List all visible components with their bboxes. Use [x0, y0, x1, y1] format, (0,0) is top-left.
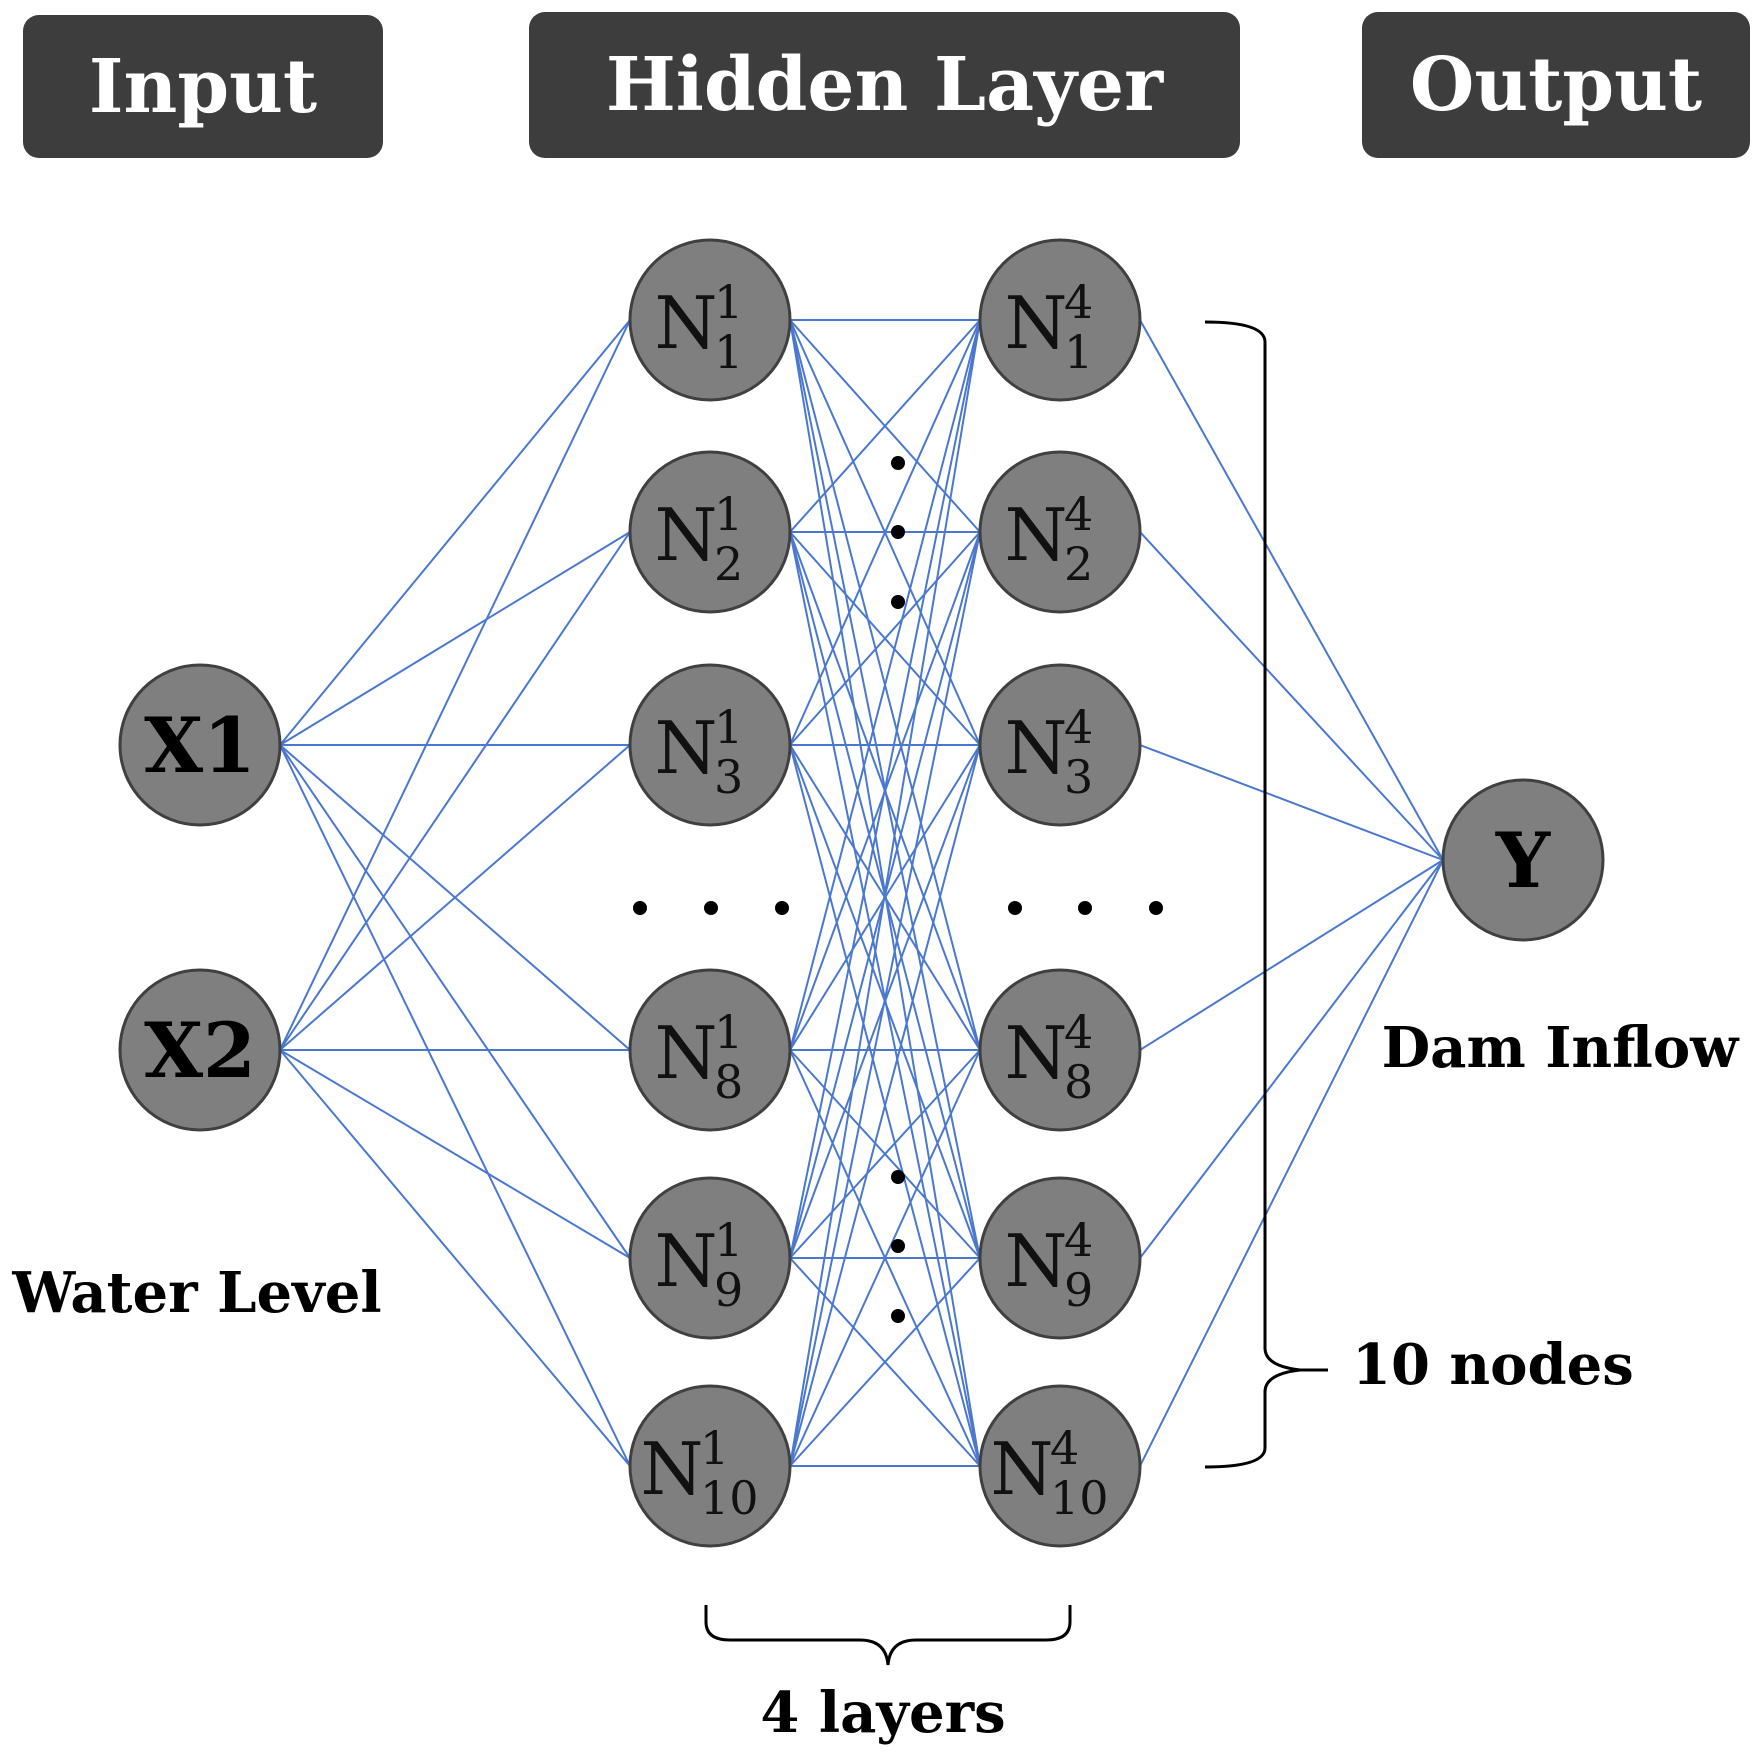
hidden-layer1-node-2-label-superscript: 1: [714, 487, 743, 541]
hidden-layer4-node-6: [978, 1384, 1142, 1548]
edge-input-2-to-h1-1: [279, 319, 631, 1051]
edge-input-1-to-h1-6: [279, 744, 631, 1467]
edge-input-1-to-h1-2: [279, 531, 631, 746]
hidden-layer-header-label: Hidden Layer: [605, 42, 1164, 128]
hidden-layer4-node-5: [978, 1176, 1142, 1340]
edge-h1-6-to-h4-3: [789, 744, 981, 1467]
hidden-layer4-node-3-label-superscript: 4: [1064, 700, 1093, 754]
hidden-layer4-node-2: [978, 450, 1142, 614]
input-node-label: X2: [144, 1006, 256, 1095]
hidden-layer4-node-1-label-subscript: 1: [1064, 325, 1093, 379]
hidden-layer1-node-1-label-base: N: [655, 281, 718, 365]
hidden-layer1-node-5-label-superscript: 1: [714, 1213, 743, 1267]
edge-h1-6-to-h4-2: [789, 531, 981, 1467]
hidden-layer1-node-2: [628, 450, 792, 614]
edge-h1-3-to-h4-2: [789, 531, 981, 746]
hidden-layer4-node-2-label-base: N: [1005, 493, 1068, 577]
edge-h4-4-to-output: [1139, 859, 1444, 1051]
connections: [279, 319, 1444, 1467]
output-node: [1441, 778, 1605, 942]
output-header: Output: [1362, 12, 1750, 158]
hidden-layer4-node-6-label-base: N: [991, 1427, 1054, 1511]
hidden-layer4-node-3-label-base: N: [1005, 706, 1068, 790]
hidden-layer1-node-6-label-base: N: [641, 1427, 704, 1511]
hidden-layer1-node-3-label-subscript: 3: [714, 750, 743, 804]
edge-h1-6-to-h4-5: [789, 1257, 981, 1467]
hidden-layer4-node-6-label-superscript: 4: [1050, 1421, 1079, 1475]
hidden-layer1-node-2-label-base: N: [655, 493, 718, 577]
hidden-layer4-node-1-label-base: N: [1005, 281, 1068, 365]
hidden-layer1-node-6: [628, 1384, 792, 1548]
hidden-layer1-node-2-label-subscript: 2: [714, 537, 743, 591]
hidden-layer4-node-4: [978, 968, 1142, 1132]
hidden-layer1-node-5: [628, 1176, 792, 1340]
output-node-label: Y: [1495, 816, 1551, 905]
hidden-layer4-node-2-label-superscript: 4: [1064, 487, 1093, 541]
hidden-layer1-node-1-label-subscript: 1: [714, 325, 743, 379]
edge-h1-5-to-h4-4: [789, 1049, 981, 1259]
hidden-layer1-node-5-label-base: N: [655, 1219, 718, 1303]
nodes-caption: 10 nodes: [1352, 1332, 1634, 1398]
hidden-layer4-node-1: [978, 238, 1142, 402]
ellipsis-dots: [633, 456, 1163, 1323]
hidden-layer-header: Hidden Layer: [529, 12, 1240, 158]
hidden-layer4-node-1-label-superscript: 4: [1064, 275, 1093, 329]
edge-input-2-to-h1-5: [279, 1049, 631, 1259]
hidden-layer4-node-5-label-subscript: 9: [1064, 1263, 1093, 1317]
edge-input-1-to-h1-5: [279, 744, 631, 1259]
hidden-layer1-node-4-label-base: N: [655, 1011, 718, 1095]
hidden-layer1-node-4: [628, 968, 792, 1132]
hidden-layer4-node-2-label-subscript: 2: [1064, 537, 1093, 591]
hidden-layer4-node-3: [978, 663, 1142, 827]
hidden-layer1-node-3: [628, 663, 792, 827]
output-caption: Dam Inflow: [1382, 1015, 1741, 1081]
layers-bracket: [704, 1605, 1072, 1666]
edge-input-1-to-h1-1: [279, 319, 631, 746]
layers-caption: 4 layers: [760, 1680, 1005, 1746]
hidden-layer1-node-3-label-base: N: [655, 706, 718, 790]
hidden-layer1-node-5-label-subscript: 9: [714, 1263, 743, 1317]
edge-input-2-to-h1-3: [279, 744, 631, 1051]
edge-h1-4-to-h4-1: [789, 319, 981, 1051]
input-header-label: Input: [88, 43, 318, 130]
hidden-layer4-node-4-label-subscript: 8: [1064, 1055, 1093, 1109]
edge-h4-1-to-output: [1139, 319, 1444, 861]
hidden-layer4-node-4-label-base: N: [1005, 1011, 1068, 1095]
nodes-bracket: [1204, 320, 1328, 1469]
hidden-layer4-node-6-label-subscript: 10: [1050, 1471, 1109, 1525]
edge-h4-2-to-output: [1139, 531, 1444, 861]
edge-h1-3-to-h4-1: [789, 319, 981, 746]
input-node-2: [118, 968, 282, 1132]
input-node-1: [118, 663, 282, 827]
hidden-layer1-node-6-label-superscript: 1: [700, 1421, 729, 1475]
edge-h4-3-to-output: [1139, 744, 1444, 861]
hidden-layer1-node-6-label-subscript: 10: [700, 1471, 759, 1525]
edge-h4-6-to-output: [1139, 859, 1444, 1467]
edge-h1-6-to-h4-1: [789, 319, 981, 1467]
edge-input-2-to-h1-2: [279, 531, 631, 1051]
input-caption: Water Level: [11, 1260, 381, 1326]
hidden-layer4-node-5-label-superscript: 4: [1064, 1213, 1093, 1267]
hidden-layer4-node-4-label-superscript: 4: [1064, 1005, 1093, 1059]
input-header: Input: [23, 15, 383, 158]
hidden-layer1-node-3-label-superscript: 1: [714, 700, 743, 754]
hidden-layer4-node-3-label-subscript: 3: [1064, 750, 1093, 804]
output-header-label: Output: [1409, 42, 1703, 128]
edge-h4-5-to-output: [1139, 859, 1444, 1259]
edge-input-2-to-h1-6: [279, 1049, 631, 1467]
hidden-layer1-node-4-label-superscript: 1: [714, 1005, 743, 1059]
hidden-layer1-node-4-label-subscript: 8: [714, 1055, 743, 1109]
hidden-layer1-node-1-label-superscript: 1: [714, 275, 743, 329]
nodes: X1X2N11N12N13N18N19N110N41N42N43N48N49N4…: [118, 238, 1605, 1548]
edge-h1-6-to-h4-4: [789, 1049, 981, 1467]
hidden-layer4-node-5-label-base: N: [1005, 1219, 1068, 1303]
input-node-label: X1: [144, 701, 256, 790]
edge-h1-2-to-h4-1: [789, 319, 981, 533]
decorations: [633, 320, 1328, 1666]
edge-h1-5-to-h4-1: [789, 319, 981, 1259]
hidden-layer1-node-1: [628, 238, 792, 402]
